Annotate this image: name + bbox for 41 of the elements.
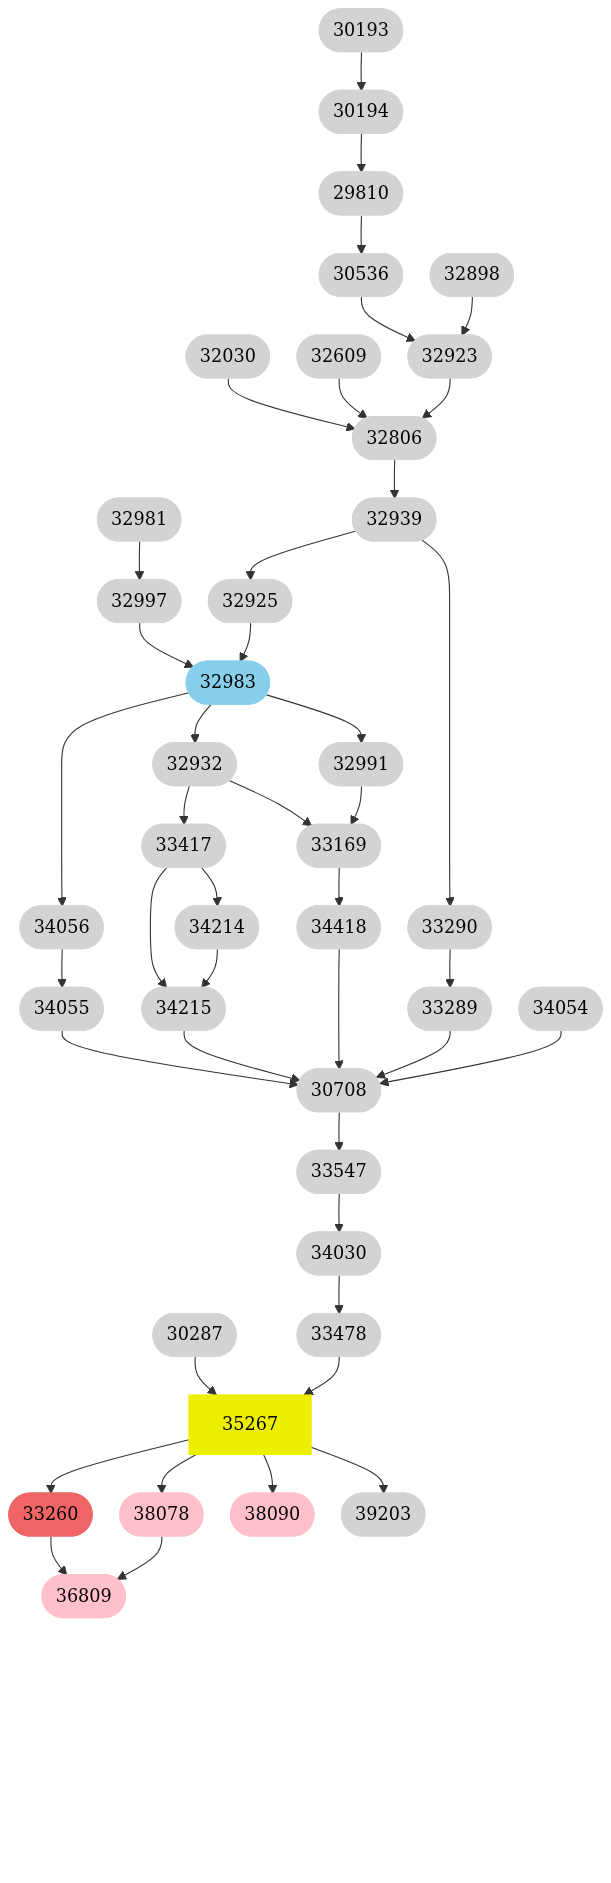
arrow	[334, 867, 344, 907]
arrow	[229, 780, 313, 827]
arrow	[350, 785, 363, 826]
arrow	[356, 214, 367, 255]
arrow	[360, 296, 416, 342]
arrow	[57, 692, 190, 907]
arrow	[334, 1193, 344, 1233]
arrow	[116, 1536, 163, 1580]
arrow	[262, 1453, 278, 1495]
arrow	[421, 377, 451, 419]
arrow	[334, 1274, 344, 1315]
arrow	[356, 51, 367, 92]
arrow	[461, 296, 473, 336]
arrow	[139, 622, 195, 668]
arrow	[227, 377, 356, 432]
arrow	[190, 704, 212, 744]
arrow	[334, 948, 344, 1070]
arrow	[266, 694, 367, 744]
arrow	[156, 1453, 197, 1495]
arrow	[201, 948, 218, 989]
arrow	[179, 785, 190, 826]
arrow	[149, 867, 168, 989]
arrow	[134, 541, 145, 581]
arrow	[356, 133, 367, 173]
arrow	[338, 377, 368, 419]
arrow	[303, 1356, 340, 1396]
arrow	[379, 1030, 562, 1087]
arrow	[389, 459, 400, 500]
arrow	[245, 530, 357, 581]
arrow	[201, 867, 222, 907]
arrow	[445, 948, 455, 989]
arrow	[194, 1356, 217, 1396]
arrow	[50, 1536, 68, 1576]
arrow	[57, 948, 67, 989]
arrow	[334, 1111, 344, 1152]
arrow	[421, 539, 455, 907]
arrow	[61, 1030, 299, 1089]
arrow	[183, 1030, 301, 1084]
arrow	[239, 622, 252, 663]
node-box: 35267	[188, 1394, 312, 1456]
arrow	[375, 1030, 451, 1079]
